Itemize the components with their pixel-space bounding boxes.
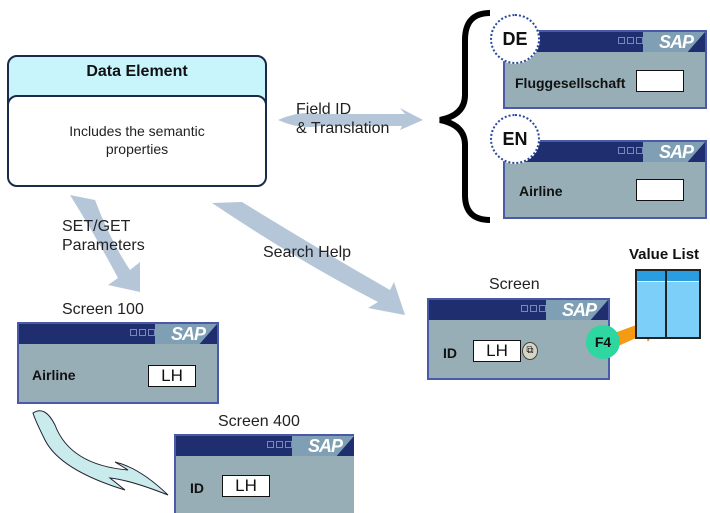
data-element-title: Data Element (86, 63, 188, 80)
window-controls[interactable] (521, 305, 546, 312)
window-controls[interactable] (130, 329, 155, 336)
sap-logo: SAP (658, 142, 694, 162)
sap-logo-bg (546, 300, 608, 320)
airline-input[interactable]: LH (148, 365, 196, 387)
search-help-button-icon[interactable]: ⧉ (522, 342, 538, 360)
sap-logo: SAP (658, 32, 694, 52)
screen-title: Screen (489, 276, 540, 293)
id-input[interactable]: LH (473, 340, 521, 362)
field-id-label: Field ID & Translation (296, 101, 390, 137)
field-label: Airline (519, 183, 563, 199)
sap-logo-bg (643, 142, 705, 162)
sap-logo-bg (643, 32, 705, 52)
window-controls[interactable] (618, 147, 643, 154)
airline-input-en[interactable] (636, 179, 684, 201)
data-element-body: Includes the semantic properties (9, 95, 265, 185)
value-list-table[interactable] (635, 269, 701, 339)
sap-logo: SAP (561, 300, 597, 320)
sap-logo: SAP (307, 436, 343, 456)
window-controls[interactable] (267, 441, 292, 448)
lang-badge-en: EN (490, 114, 540, 164)
lang-badge-de: DE (490, 14, 540, 64)
screen100-title: Screen 100 (62, 301, 144, 318)
field-label: Airline (32, 367, 76, 383)
sap-window-screen100: SAP Airline LH (17, 322, 219, 404)
setget-label: SET/GET Parameters (62, 218, 145, 254)
curved-arrow (32, 410, 169, 496)
curly-brace (439, 10, 491, 223)
search-help-arrow (212, 202, 405, 315)
value-list-column-divider (665, 271, 667, 337)
screen400-title: Screen 400 (218, 413, 300, 430)
window-controls[interactable] (618, 37, 643, 44)
sap-window-screen400: SAP ID LH (174, 434, 354, 513)
field-id-arrow (278, 108, 423, 130)
airline-input-de[interactable] (636, 70, 684, 92)
data-element-box: Data Element Includes the semantic prope… (7, 55, 267, 187)
data-element-description: Includes the semantic properties (69, 123, 205, 157)
setget-arrow (70, 195, 140, 292)
field-label: ID (190, 480, 204, 496)
sap-logo: SAP (170, 324, 206, 344)
field-label: Fluggesellschaft (515, 75, 626, 91)
sap-window-screen: SAP ID LH ⧉ (427, 298, 610, 380)
id-input[interactable]: LH (222, 475, 270, 497)
sap-logo-bg (292, 436, 354, 456)
f4-key-badge: F4 (586, 325, 620, 359)
sap-window-de: SAP Fluggesellschaft (503, 30, 707, 109)
field-label: ID (443, 345, 457, 361)
value-list-title: Value List (629, 246, 700, 263)
sap-window-en: SAP Airline (503, 140, 707, 219)
value-list-header (637, 271, 699, 282)
sap-logo-bg (155, 324, 217, 344)
search-help-label: Search Help (263, 244, 352, 261)
